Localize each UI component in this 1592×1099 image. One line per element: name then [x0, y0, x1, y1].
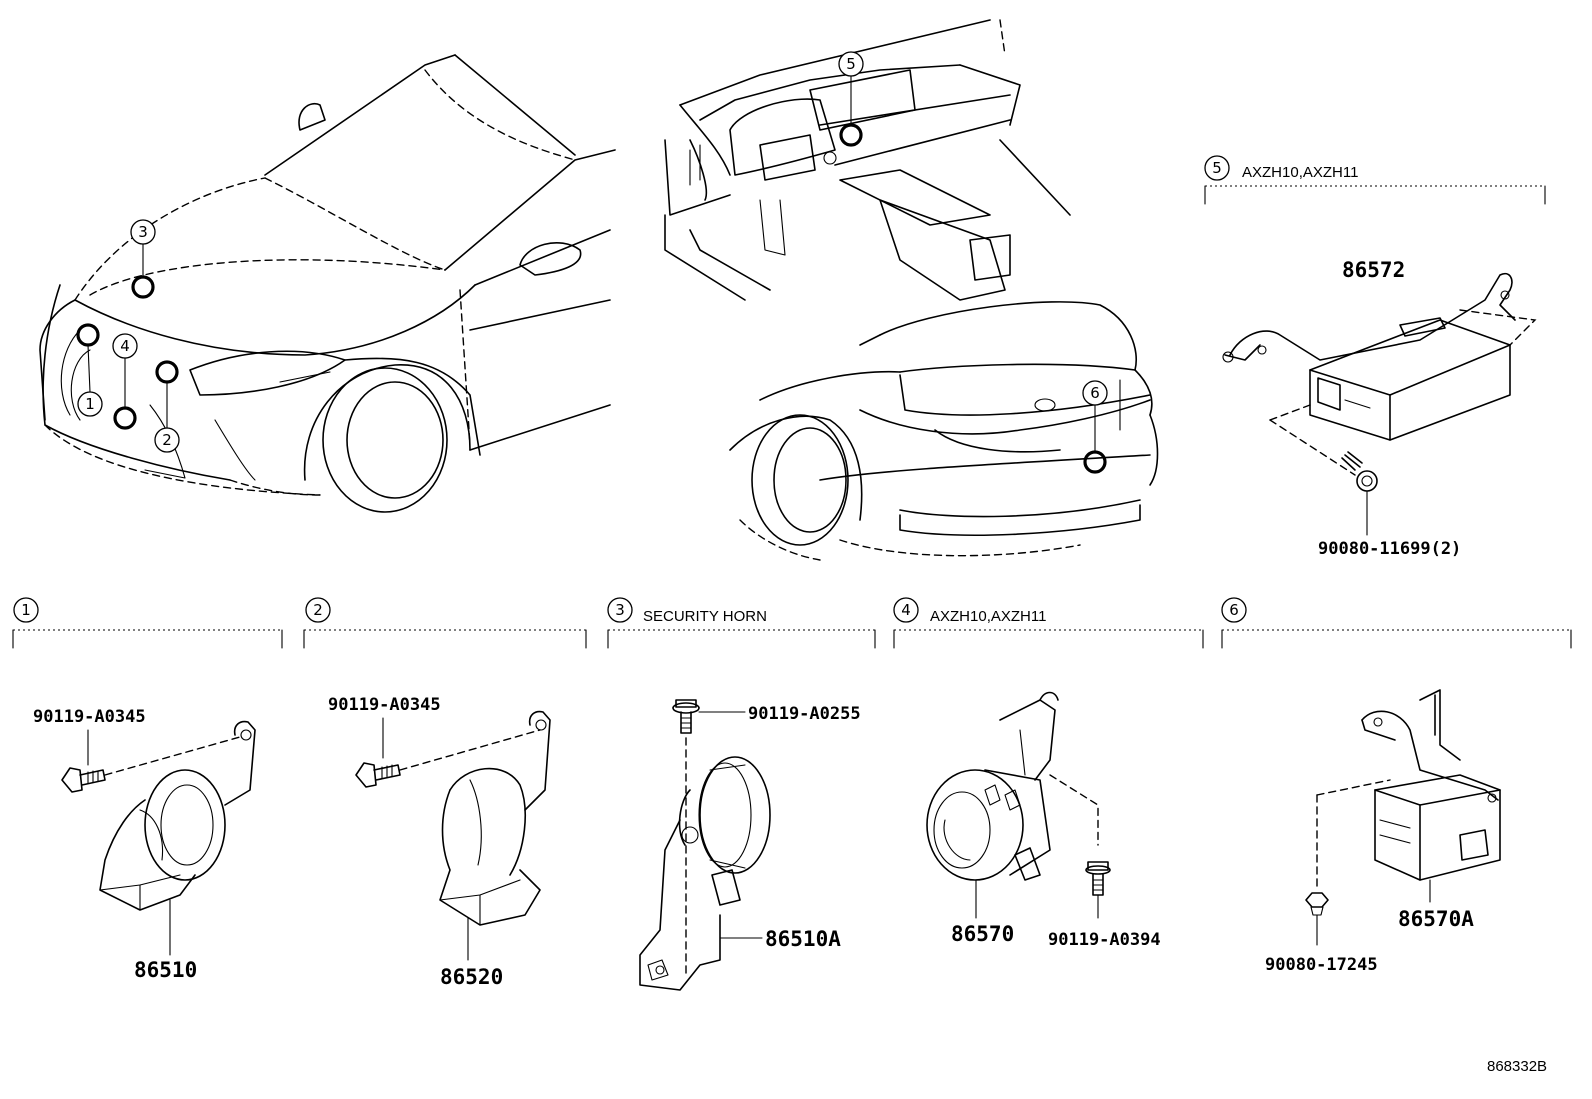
- location-marker-3: [131, 275, 155, 299]
- section-4: 4 AXZH10,AXZH11 86570 90119-A0394: [893, 597, 1204, 950]
- svg-text:1: 1: [21, 601, 31, 619]
- section-2: 2 90119-A0345 86520: [303, 597, 587, 989]
- callout-6: 6: [1082, 380, 1108, 406]
- part-number-90119-A0345-s1: 90119-A0345: [33, 707, 146, 727]
- location-marker-2: [155, 360, 179, 384]
- svg-text:6: 6: [1090, 384, 1100, 402]
- location-marker-1: [76, 323, 100, 347]
- svg-text:5: 5: [1212, 159, 1222, 177]
- bolt-s3-drawing: [672, 699, 700, 734]
- security-horn-86510A-drawing: [639, 756, 771, 991]
- part-number-86510: 86510: [134, 958, 197, 982]
- location-marker-5: [839, 123, 863, 147]
- svg-text:2: 2: [162, 431, 172, 449]
- rear-car-illustration: [729, 301, 1159, 561]
- svg-text:4: 4: [901, 601, 911, 619]
- callout-5: 5: [838, 51, 864, 77]
- callout-1: 1: [77, 391, 103, 417]
- callout-2: 2: [154, 427, 180, 453]
- part-number-86510A: 86510A: [765, 927, 841, 951]
- part-number-86570A: 86570A: [1398, 907, 1474, 931]
- diagram-code: 868332B: [1487, 1058, 1547, 1075]
- bolt-s2-drawing: [355, 762, 401, 788]
- section-6: 6 86570A 90080-17245: [1221, 597, 1572, 975]
- callout-4: 4: [112, 333, 138, 359]
- location-markers: 3 1 2 4 5 6: [76, 51, 1108, 474]
- bolt-s4-drawing: [1085, 861, 1111, 919]
- location-marker-6: [1083, 450, 1107, 474]
- part-number-86520: 86520: [440, 965, 503, 989]
- horn-86520-drawing: [439, 710, 551, 961]
- svg-text:6: 6: [1229, 601, 1239, 619]
- siren-86570A-drawing: [1361, 689, 1501, 903]
- section-5: 5 AXZH10,AXZH11 86572 90: [1204, 155, 1546, 559]
- section-3: 3 SECURITY HORN 90119-A0255 86510A: [607, 597, 876, 991]
- part-number-90080-11699: 90080-11699(2): [1318, 539, 1461, 559]
- section-3-note: SECURITY HORN: [643, 608, 767, 625]
- section-5-note: AXZH10,AXZH11: [1242, 164, 1358, 181]
- clip-s6-drawing: [1305, 892, 1329, 946]
- horn-86510-drawing: [99, 720, 256, 956]
- part-number-90119-A0394: 90119-A0394: [1048, 930, 1161, 950]
- part-number-90080-17245: 90080-17245: [1265, 955, 1378, 975]
- svg-text:5: 5: [846, 55, 856, 73]
- svg-text:1: 1: [85, 395, 95, 413]
- section-4-note: AXZH10,AXZH11: [930, 608, 1046, 625]
- siren-86570-drawing: [926, 691, 1059, 919]
- svg-text:2: 2: [313, 601, 323, 619]
- part-number-86572: 86572: [1342, 258, 1405, 282]
- interior-illustration: [664, 19, 1071, 301]
- svg-text:3: 3: [138, 223, 148, 241]
- section-1: 1 90119-A0345 86510: [12, 597, 283, 982]
- svg-text:4: 4: [120, 337, 130, 355]
- part-number-90119-A0255: 90119-A0255: [748, 704, 861, 724]
- callout-3: 3: [130, 219, 156, 245]
- location-marker-4: [113, 406, 137, 430]
- bolt-s1-drawing: [61, 767, 106, 793]
- front-car-illustration: [39, 54, 616, 513]
- part-number-86570: 86570: [951, 922, 1014, 946]
- module-86572-drawing: [1222, 272, 1537, 536]
- part-number-90119-A0345-s2: 90119-A0345: [328, 695, 441, 715]
- svg-text:3: 3: [615, 601, 625, 619]
